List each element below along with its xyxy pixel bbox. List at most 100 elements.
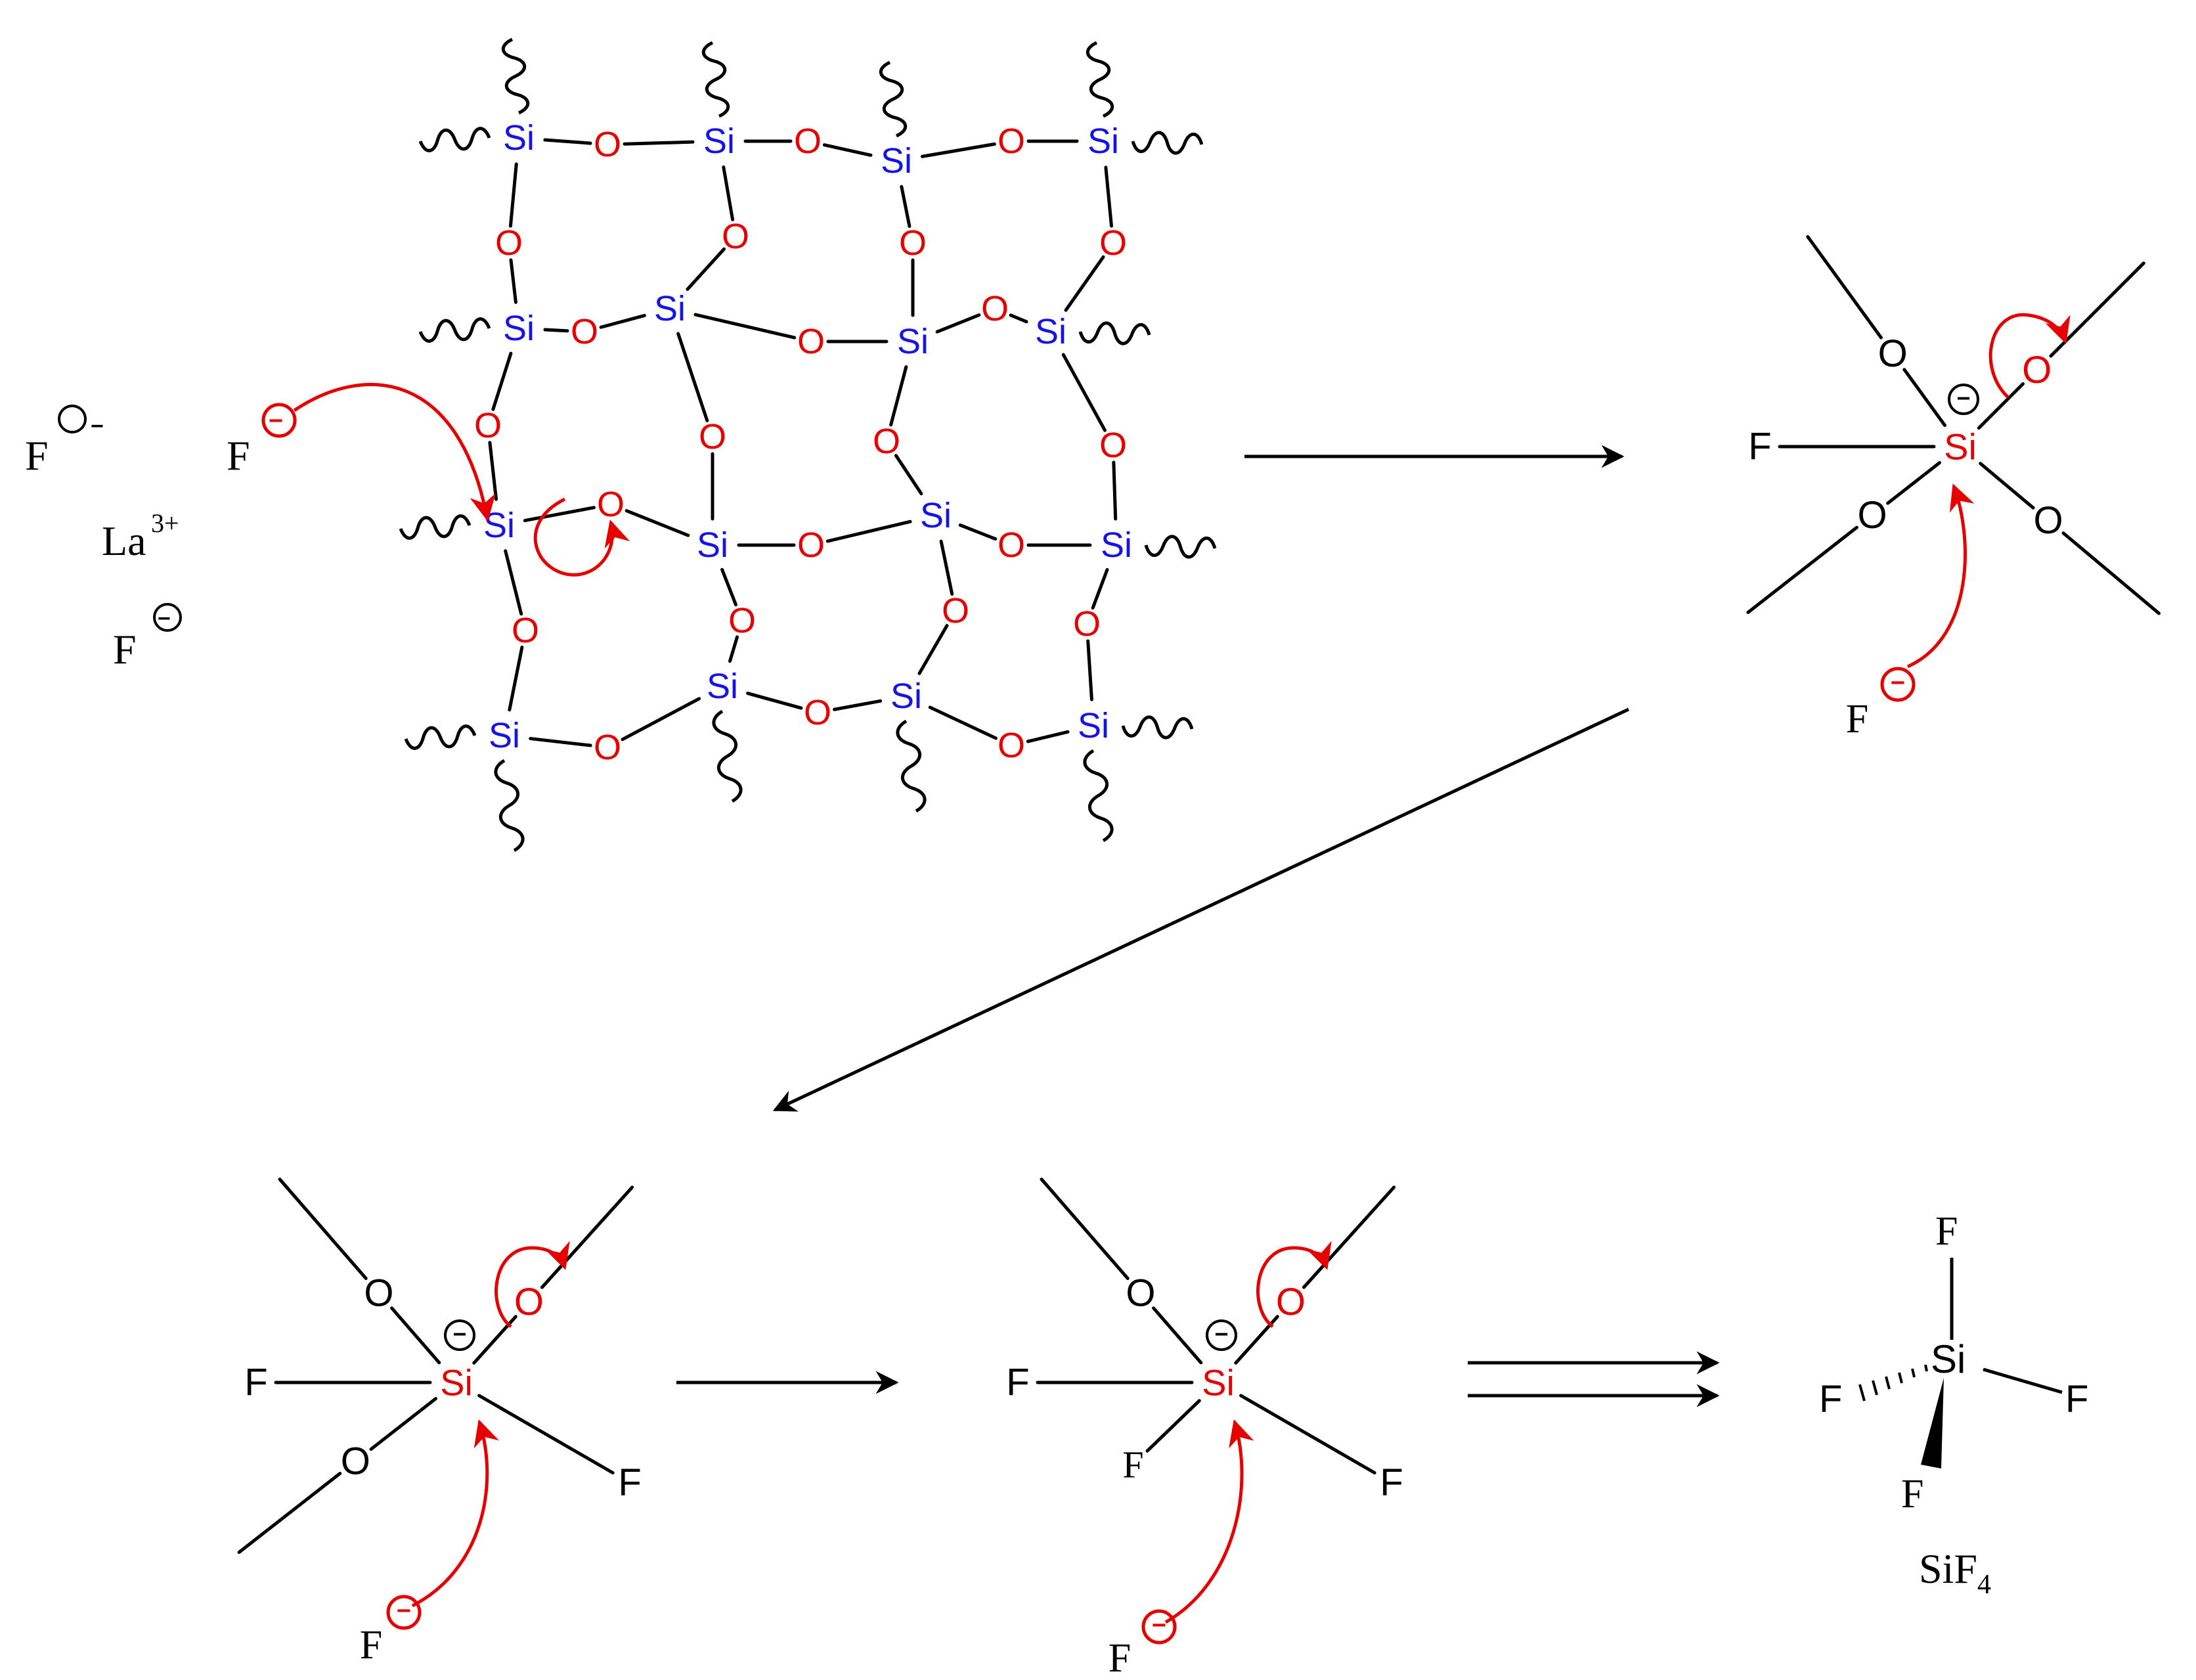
minus-label: − — [1956, 385, 1970, 412]
si-o-bond — [599, 313, 646, 329]
oxygen-atom: O — [998, 525, 1025, 565]
fluoride-label: F — [227, 432, 250, 479]
oxygen-atom: O — [341, 1440, 370, 1483]
oxygen-atom: O — [942, 591, 969, 630]
fluoride-label: F — [25, 432, 49, 479]
si-o-bond — [676, 332, 709, 422]
wavy-continuation-bond — [494, 759, 525, 852]
fluorine-atom: F — [1846, 697, 1868, 741]
oxygen-atom: O — [1073, 604, 1101, 644]
si-o-bond — [917, 624, 949, 675]
si-o-bond — [543, 328, 569, 333]
silicon-atom: Si — [697, 525, 728, 565]
charge-circle — [1880, 667, 1916, 702]
oxygen-atom: O — [728, 601, 756, 640]
wavy-continuation-bond — [399, 514, 472, 540]
silicon-atom: Si — [503, 118, 535, 158]
oxygen-atom: O — [1099, 223, 1127, 263]
bond — [477, 1394, 615, 1474]
si-o-bond — [1091, 567, 1109, 610]
si-o-bond — [488, 441, 498, 501]
bond — [2049, 261, 2145, 358]
oxygen-atom: O — [873, 422, 900, 461]
charge-circle — [58, 405, 87, 433]
si-o-bond — [728, 635, 739, 663]
oxygen-atom: O — [981, 289, 1009, 328]
bond-cleavage-arrow — [1988, 313, 2071, 399]
wavy-continuation-bond — [418, 127, 491, 152]
minus-label: − — [269, 407, 283, 435]
si-o-bond — [822, 143, 873, 157]
fluorine-atom: F — [1006, 1361, 1029, 1404]
si-o-bond — [529, 737, 592, 747]
bond — [369, 1397, 437, 1451]
charge-circle — [1206, 1319, 1237, 1351]
charge-circle — [1141, 1609, 1177, 1645]
fluorine-atom: F — [1109, 1636, 1131, 1680]
si-o-bond — [825, 519, 912, 543]
si-o-bond — [623, 140, 695, 146]
wavy-continuation-bond — [418, 317, 491, 343]
oxygen-atom: O — [797, 322, 825, 361]
minus-label: − — [91, 414, 104, 439]
si-o-bond — [508, 645, 524, 712]
si-o-bond — [958, 523, 998, 541]
silicon-atom: Si — [489, 716, 520, 755]
charge-circle — [386, 1595, 422, 1630]
wavy-continuation-bond — [1144, 535, 1217, 559]
bond-cleavage-arrow — [533, 497, 630, 577]
si-o-bond — [1026, 730, 1070, 743]
oxygen-atom: O — [1276, 1281, 1306, 1323]
oxygen-atom: O — [1878, 332, 1908, 375]
wavy-continuation-bond — [404, 724, 477, 750]
silicon-atom: Si — [654, 289, 686, 328]
fluorine-atom: F — [1748, 426, 1771, 468]
si-o-bond — [1104, 166, 1113, 228]
si-o-bond — [693, 313, 797, 340]
si-o-bond — [1064, 255, 1105, 312]
minus-label: − — [397, 1597, 411, 1625]
si-o-bond — [722, 165, 735, 221]
si-o-bond — [1112, 460, 1118, 521]
silicon-atom: Si — [920, 496, 952, 535]
si-o-bond — [939, 539, 954, 596]
oxygen-atom: O — [495, 223, 523, 263]
wavy-continuation-bond — [896, 719, 927, 813]
minus-label: − — [452, 1321, 466, 1348]
bond-cleavage-arrow — [1256, 1241, 1332, 1328]
silicon-atom: Si — [1035, 312, 1066, 351]
oxygen-atom: O — [2033, 499, 2063, 542]
bond-cleavage-arrow — [494, 1241, 570, 1328]
oxygen-atom: O — [597, 485, 625, 524]
silicon-atom: Si — [483, 506, 515, 545]
bond — [1977, 382, 2025, 430]
oxygen-atom: O — [699, 417, 726, 456]
wavy-continuation-bond — [501, 37, 530, 115]
si-o-bond — [900, 185, 911, 229]
wavy-continuation-bond — [1083, 749, 1114, 843]
fluorine-atom: F — [1122, 1444, 1143, 1486]
minus-label: − — [158, 606, 171, 631]
minus-label: − — [1152, 1612, 1166, 1639]
wavy-continuation-bond — [1086, 41, 1114, 118]
silicon-label: Si — [1931, 1337, 1965, 1381]
si-o-bond — [1086, 639, 1093, 701]
bond — [1152, 1306, 1203, 1365]
si-o-bond — [543, 138, 592, 145]
wavy-continuation-bond — [1121, 715, 1194, 740]
oxygen-atom: O — [1857, 494, 1887, 537]
oxygen-atom: O — [364, 1272, 393, 1315]
fluorine-atom: F — [618, 1461, 641, 1504]
bond — [1746, 525, 1858, 614]
si-o-bond — [509, 258, 517, 304]
charge-circle — [1948, 384, 1979, 415]
fluoride-label: F — [113, 626, 137, 673]
si-o-bond — [935, 313, 981, 334]
wavy-continuation-bond — [879, 60, 908, 138]
nucleophilic-attack-arrow — [411, 1419, 499, 1608]
product-sif4: F Si F F F SiF4 — [1819, 1209, 2088, 1600]
fluorine-atom: F — [360, 1623, 382, 1668]
free-ions: F − La 3+ F − F − — [25, 403, 297, 673]
oxygen-atom: O — [794, 122, 822, 161]
